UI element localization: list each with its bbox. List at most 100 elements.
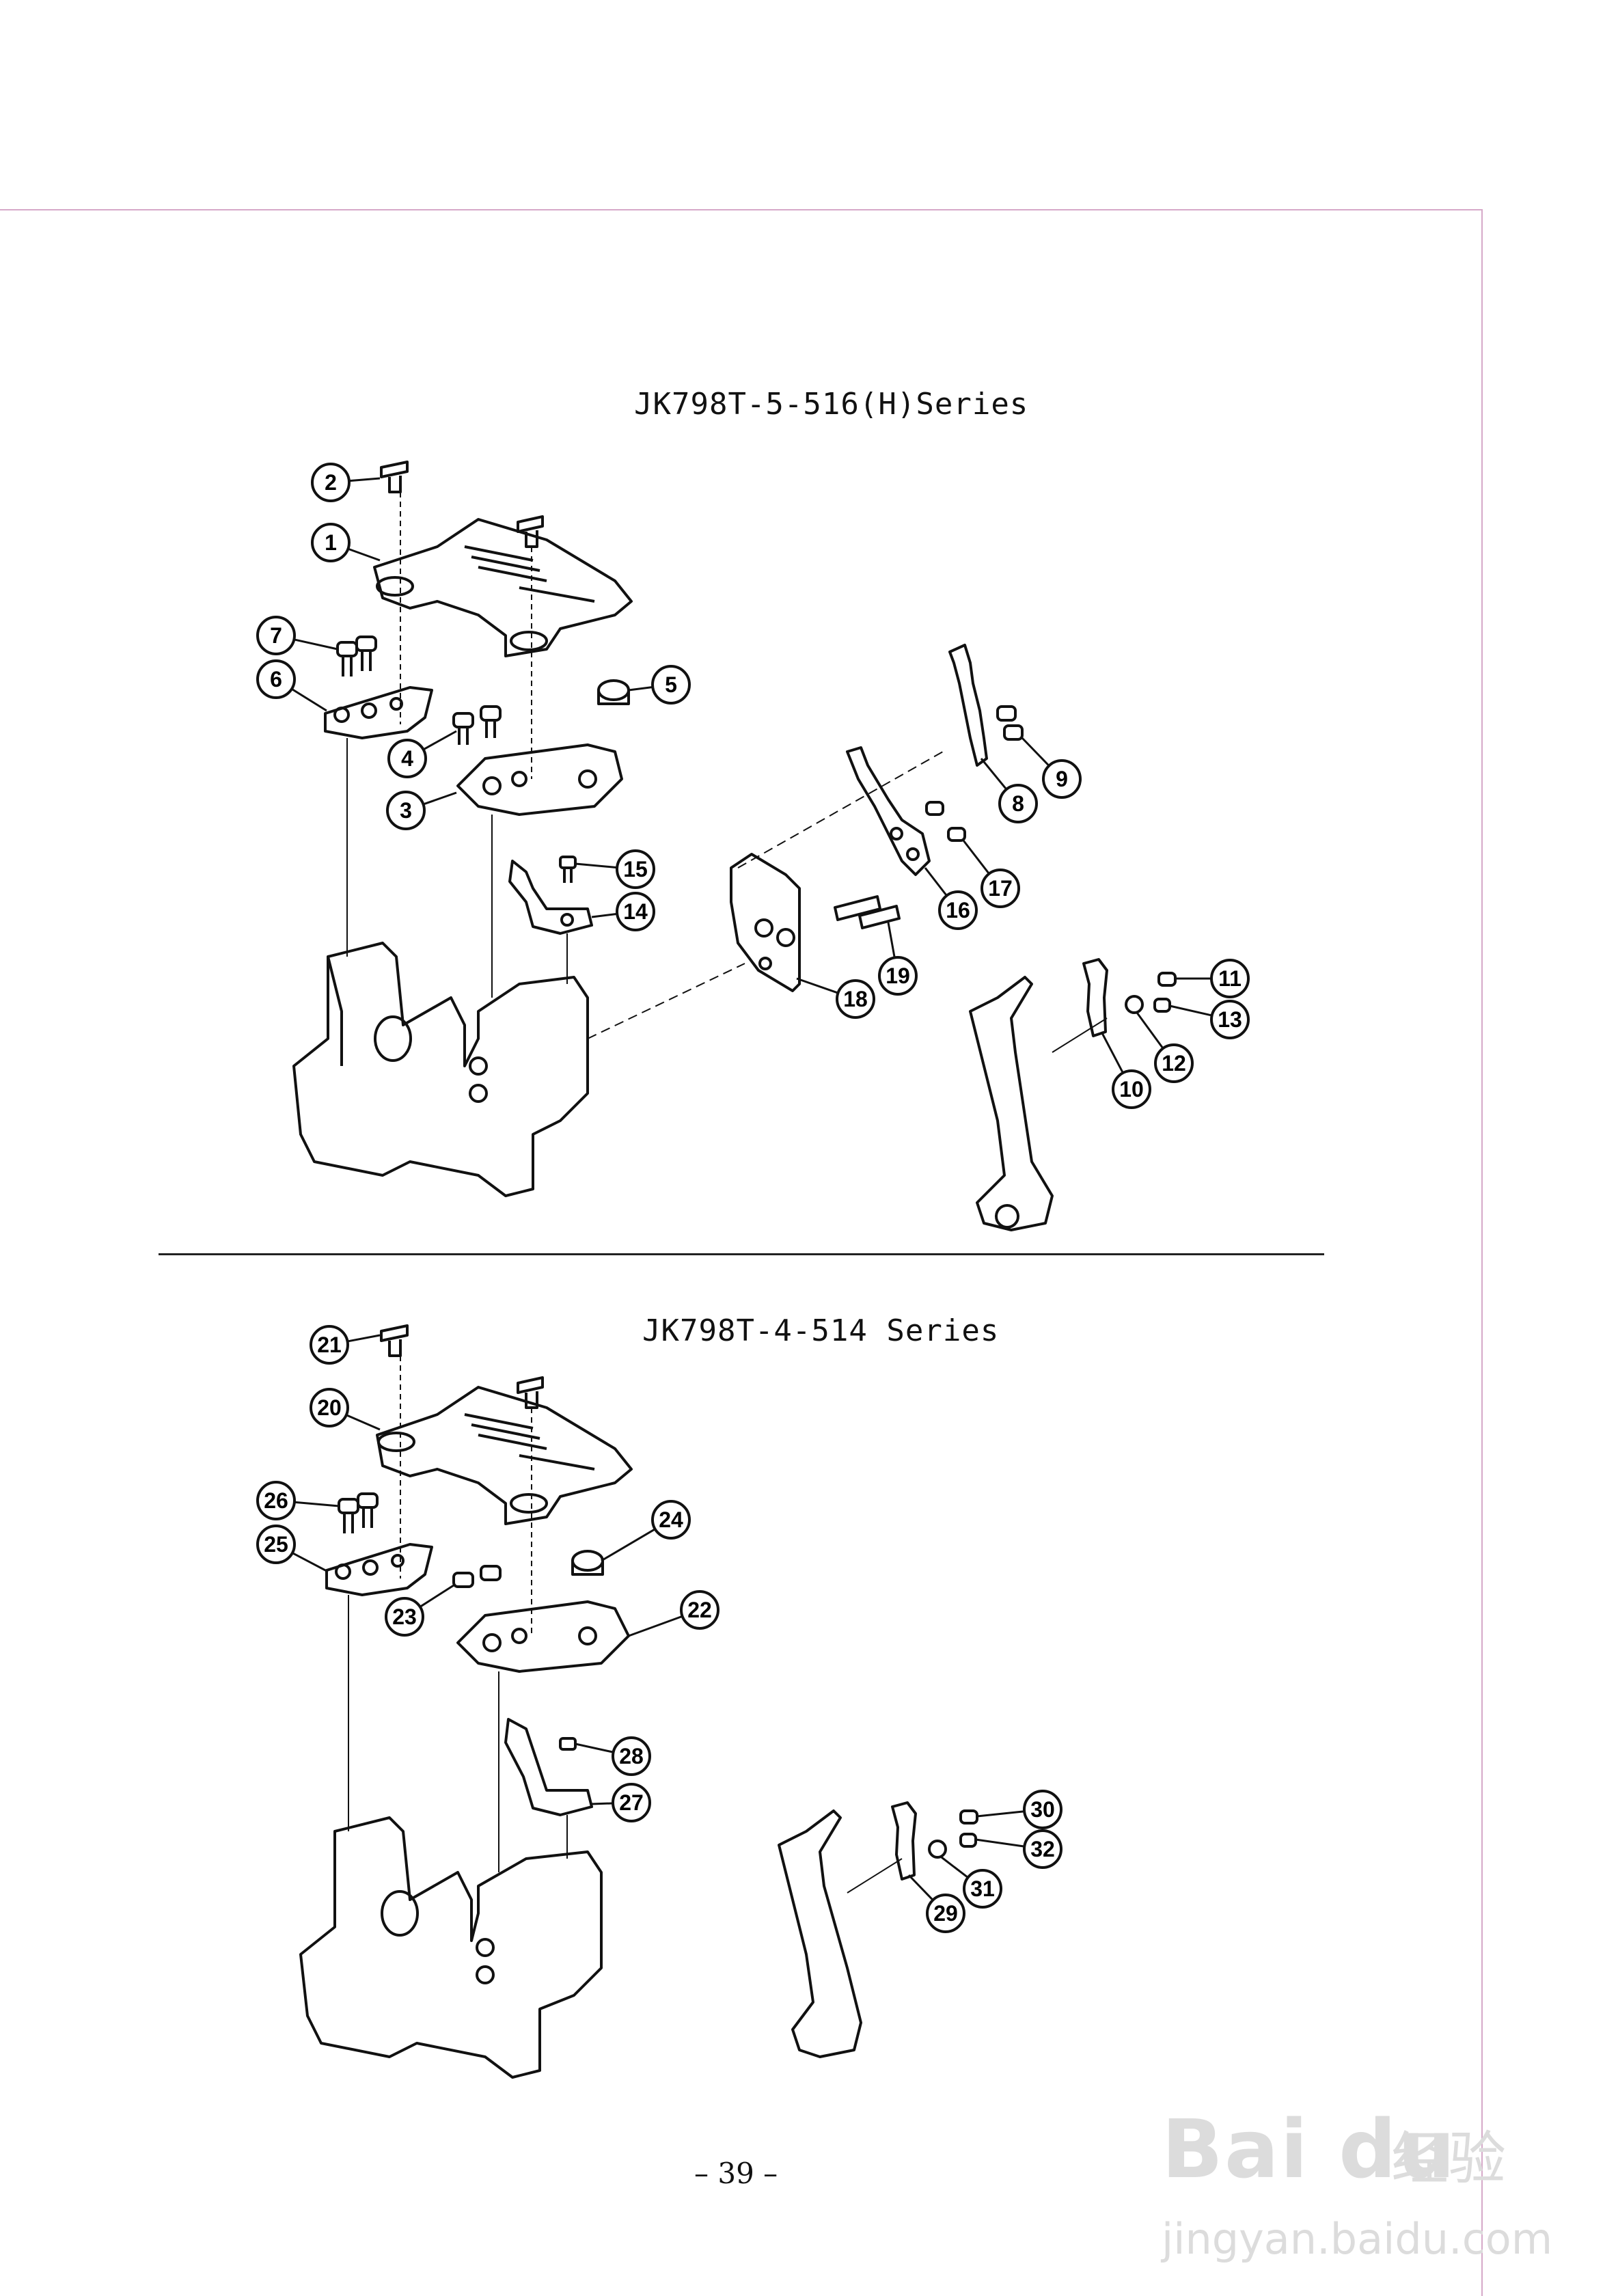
callout-leader: [294, 638, 338, 651]
callout-number: 18: [843, 987, 868, 1011]
callout-30: 30: [976, 1790, 1062, 1829]
callout-leader: [291, 688, 327, 712]
plate-hole-left: [376, 576, 414, 597]
callout-leader: [292, 1552, 329, 1573]
callout-22: 22: [628, 1590, 719, 1637]
callout-number: 25: [264, 1532, 288, 1557]
callout-number: 28: [619, 1744, 644, 1768]
callout-circle: [612, 1783, 651, 1822]
callout-number: 16: [946, 898, 970, 922]
callout-leader: [976, 1810, 1024, 1818]
callout-circle: [256, 616, 296, 655]
page-number: – 39 –: [694, 2157, 778, 2190]
callout-leader: [423, 791, 457, 806]
callout-6: 6: [256, 659, 327, 712]
screw-24: [571, 1550, 604, 1572]
callout-leader: [980, 758, 1007, 790]
callout-circle: [1023, 1790, 1062, 1829]
casting-1: [292, 942, 589, 1197]
screw-2: [380, 461, 409, 478]
callout-16: 16: [924, 867, 978, 930]
callout-11: 11: [1175, 959, 1250, 998]
part-10: [1082, 958, 1108, 1037]
diagram-2-parts: [299, 1324, 978, 2079]
callout-number: 23: [392, 1604, 417, 1629]
callout-circle: [310, 1325, 349, 1365]
callout-number: 24: [659, 1507, 683, 1532]
base-6: [324, 686, 433, 739]
callout-leader: [348, 1334, 381, 1343]
callout-circle: [938, 890, 978, 930]
callout-9: 9: [1021, 737, 1082, 799]
section-separator: [159, 1253, 1324, 1255]
callout-leader: [962, 840, 990, 874]
screw-21: [380, 1324, 409, 1342]
callout-number: 4: [401, 746, 413, 771]
looper-1: [969, 976, 1054, 1231]
screw-23a: [452, 1572, 474, 1588]
needle-plate-20: [376, 1386, 633, 1525]
screw-26a: [338, 1498, 359, 1514]
callout-circle: [651, 1500, 691, 1540]
callout-19: 19: [878, 922, 918, 996]
callout-leader: [575, 1742, 613, 1753]
callout-circle: [386, 791, 426, 830]
callout-15: 15: [575, 849, 655, 889]
diagram-title-514: JK798T-4-514 Series: [642, 1313, 1000, 1348]
callout-18: 18: [796, 977, 875, 1019]
callout-leader: [887, 922, 896, 957]
diagram-1-leaders: [346, 492, 1108, 1053]
callout-31: 31: [941, 1856, 1002, 1909]
callout-circle: [612, 1736, 651, 1776]
callout-circle: [1154, 1043, 1194, 1083]
callout-leader: [591, 1802, 613, 1805]
base-25: [325, 1543, 433, 1596]
page-frame-right: [1481, 209, 1483, 2296]
callout-4: 4: [387, 730, 457, 778]
screw-19b: [858, 905, 901, 929]
callout-circle: [311, 463, 351, 502]
page-frame-top: [0, 209, 1483, 210]
part-3: [456, 743, 623, 816]
screw-16-top: [925, 801, 944, 816]
callout-10: 10: [1100, 1031, 1151, 1109]
part-14: [508, 860, 593, 935]
callout-circle: [311, 523, 351, 562]
callout-32: 32: [975, 1829, 1062, 1869]
callout-leader: [796, 977, 838, 994]
callout-20: 20: [310, 1388, 381, 1431]
callout-circle: [385, 1597, 424, 1637]
callout-leader: [975, 1838, 1024, 1848]
callout-21: 21: [310, 1325, 381, 1365]
callout-number: 9: [1056, 767, 1068, 791]
screw-7a: [336, 641, 358, 657]
callout-7: 7: [256, 616, 338, 655]
callout-circle: [680, 1590, 719, 1630]
callout-number: 12: [1162, 1051, 1186, 1076]
looper-2: [778, 1809, 862, 2058]
callout-circle: [1023, 1829, 1062, 1869]
screw-4a: [452, 712, 474, 728]
callout-circle: [963, 1869, 1002, 1909]
callout-circle: [310, 1388, 349, 1427]
callout-number: 10: [1119, 1077, 1144, 1102]
needle-plate: [373, 518, 633, 657]
part-16: [846, 746, 931, 876]
callout-number: 11: [1218, 966, 1242, 991]
callout-number: 26: [264, 1488, 288, 1513]
callout-number: 30: [1030, 1797, 1055, 1822]
callout-leader: [1169, 1004, 1212, 1017]
callout-leader: [628, 1615, 683, 1637]
callout-leader: [349, 477, 381, 482]
callout-leader: [924, 867, 948, 896]
screw-13: [1153, 998, 1171, 1013]
callout-circle: [256, 1481, 296, 1520]
callout-circle: [981, 869, 1020, 908]
plate-slots: [464, 545, 595, 603]
callout-number: 22: [687, 1598, 712, 1622]
callout-leader: [346, 1414, 381, 1431]
screw-9b: [1003, 724, 1024, 741]
screw-28: [559, 1737, 577, 1751]
callout-5: 5: [628, 665, 691, 705]
callout-circle: [1042, 759, 1082, 799]
